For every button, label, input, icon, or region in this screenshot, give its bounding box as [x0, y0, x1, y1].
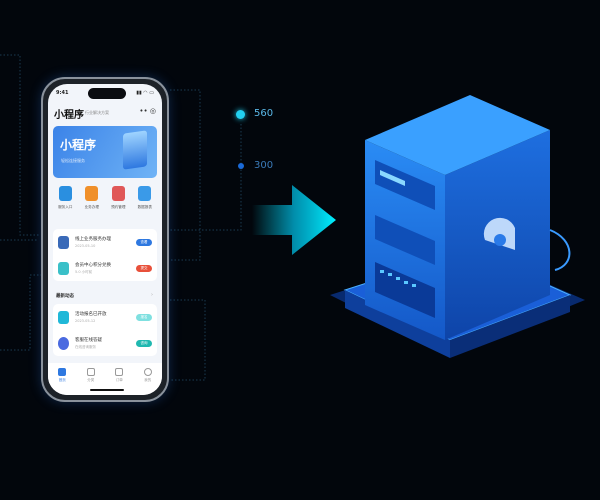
arrow-icon — [252, 185, 336, 255]
business-icon — [85, 186, 99, 201]
quick-item-label: 业务办理 — [84, 205, 99, 209]
banner[interactable]: 小程序 轻松连接服务 — [53, 126, 157, 178]
status-icons: ▮▮ ◠ ▭ — [136, 90, 154, 96]
section-title: 最新动态 — [56, 294, 74, 299]
banner-title: 小程序 — [60, 138, 97, 152]
tab-label: 分类 — [87, 378, 95, 382]
quick-actions: 服务入口 业务办理 预约管理 数据报表 — [52, 186, 158, 210]
tab-label: 首页 — [58, 378, 66, 382]
chevron-right-icon[interactable]: › — [151, 292, 153, 298]
quick-item[interactable]: 业务办理 — [80, 186, 104, 210]
item-title: 线上业务服务办理 — [75, 237, 111, 242]
item-title: 会员中心积分兑换 — [75, 262, 111, 268]
tab-profile[interactable]: 我的 — [138, 368, 158, 395]
chart-icon — [138, 186, 152, 201]
item-button[interactable]: 查看 — [136, 238, 152, 246]
profile-icon — [143, 368, 152, 376]
server-illustration — [330, 95, 585, 358]
item-title: 客服在线答疑 — [75, 337, 102, 343]
tab-home[interactable]: 首页 — [52, 368, 72, 395]
item-icon — [58, 235, 69, 249]
item-subtitle: 在线咨询服务 — [75, 344, 96, 349]
banner-subtitle: 轻松连接服务 — [61, 158, 85, 163]
status-time: 9:41 — [56, 90, 69, 96]
quick-item[interactable]: 数据报表 — [133, 186, 157, 210]
phone-mockup: 9:41 ▮▮ ◠ ▭ 小程序 行业解决方案 •• ◎ 小程序 轻松连接服务 服… — [41, 77, 169, 402]
quick-item-label: 数据报表 — [137, 205, 152, 209]
list-item[interactable]: 活动报名已开放 2023-05-12 报名 — [53, 304, 157, 330]
quick-item-label: 预约管理 — [111, 205, 126, 209]
phone-screen: 9:41 ▮▮ ◠ ▭ 小程序 行业解决方案 •• ◎ 小程序 轻松连接服务 服… — [48, 84, 162, 395]
category-icon — [86, 368, 95, 376]
item-button[interactable]: 报名 — [136, 313, 152, 321]
tab-label: 我的 — [144, 378, 152, 382]
orders-icon — [115, 368, 124, 376]
calendar-icon — [111, 186, 125, 201]
tab-label: 订单 — [115, 378, 123, 382]
item-icon — [58, 336, 69, 350]
item-button[interactable]: 咨询 — [136, 339, 152, 347]
list-item[interactable]: 线上业务服务办理 2023-05-10 查看 — [53, 229, 157, 255]
quick-item[interactable]: 预约管理 — [106, 186, 130, 210]
list-card-bottom: 活动报名已开放 2023-05-12 报名 客服在线答疑在线咨询服务 咨询 — [53, 304, 157, 356]
app-subtitle: 行业解决方案 — [85, 110, 109, 115]
list-item[interactable]: 客服在线答疑在线咨询服务 咨询 — [53, 330, 157, 356]
item-icon — [58, 310, 69, 324]
item-subtitle: 2023-05-12 — [75, 319, 96, 323]
quick-item-label: 服务入口 — [58, 205, 73, 209]
metric-dot-top — [236, 110, 245, 119]
phone-illustration-icon — [123, 130, 147, 170]
item-title: 活动报名已开放 — [75, 312, 107, 317]
home-icon — [58, 368, 67, 376]
tab-orders[interactable]: 订单 — [109, 368, 129, 395]
capsule-menu-icon[interactable]: •• ◎ — [139, 107, 156, 115]
item-button[interactable]: 提交 — [136, 264, 152, 272]
item-icon — [58, 261, 69, 275]
app-title: 小程序 — [54, 110, 84, 121]
dynamic-island — [88, 88, 126, 99]
quick-item[interactable]: 服务入口 — [53, 186, 77, 210]
item-subtitle: 2023-05-10 — [75, 244, 96, 248]
metric-dot-bottom — [238, 163, 244, 169]
home-indicator — [90, 389, 124, 391]
metric-bottom: 300 — [254, 160, 274, 171]
metric-top: 560 — [254, 108, 274, 119]
service-icon — [58, 186, 72, 201]
tab-category[interactable]: 分类 — [81, 368, 101, 395]
item-subtitle: 5.0 小时前 — [75, 269, 93, 274]
